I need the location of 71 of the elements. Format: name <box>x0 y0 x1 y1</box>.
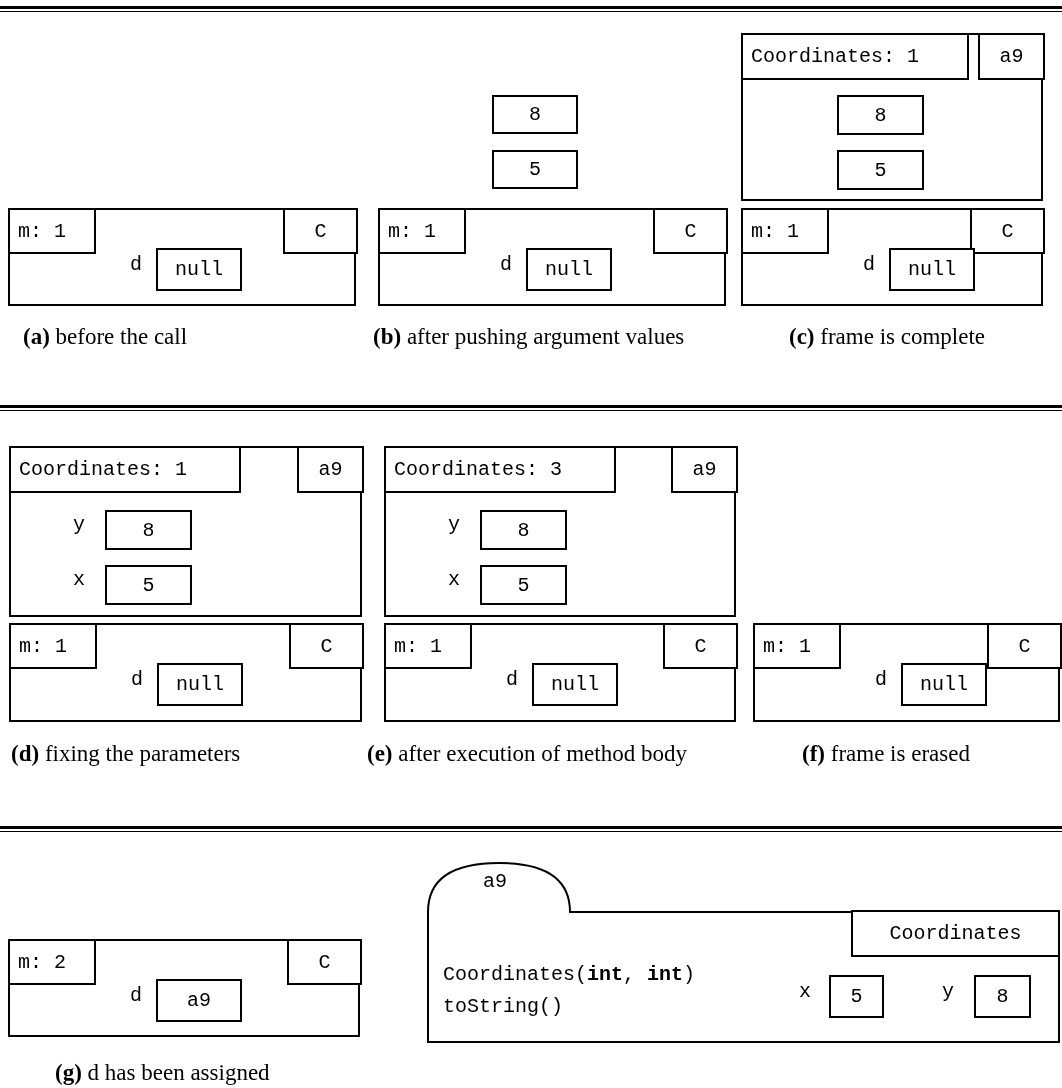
stack-frame <box>741 33 1043 201</box>
value-box: 8 <box>480 510 567 550</box>
panel-caption: (b) after pushing argument values <box>373 324 685 350</box>
value-box: 5 <box>105 565 192 605</box>
class-name-box: C <box>287 939 362 985</box>
variable-name: x <box>799 980 811 1003</box>
value-box: null <box>532 663 618 706</box>
variable-name: d <box>131 668 143 691</box>
stack-frame <box>741 208 1043 306</box>
panel-caption: (f) frame is erased <box>802 741 970 767</box>
stack-frame <box>9 623 362 722</box>
class-name-box: C <box>653 208 728 254</box>
value-box: 5 <box>480 565 567 605</box>
method-signature: toString() <box>443 995 564 1018</box>
class-name-box: C <box>987 623 1062 669</box>
stack-frame <box>384 446 736 617</box>
stack-frame <box>8 939 360 1037</box>
stack-frame <box>378 208 726 306</box>
stack-frame <box>8 208 356 306</box>
frame-label-box: Coordinates: 1 <box>9 446 241 493</box>
frame-label-box: m: 1 <box>384 623 472 669</box>
panel-caption: (c) frame is complete <box>789 324 986 350</box>
constructor-signature: Coordinates(int, int) <box>443 963 696 986</box>
value-box: null <box>157 663 243 706</box>
value-box: null <box>889 248 975 291</box>
variable-name: x <box>73 568 85 591</box>
frame-label-box: m: 1 <box>8 208 96 254</box>
class-name-box: Coordinates <box>851 910 1060 957</box>
frame-label-box: m: 1 <box>9 623 97 669</box>
value-box: 5 <box>829 975 884 1018</box>
value-box: 5 <box>492 150 578 189</box>
value-box: 5 <box>837 150 924 190</box>
frame-label-box: m: 1 <box>741 208 829 254</box>
panel-caption: (a) before the call <box>23 324 188 350</box>
panel-caption: (g) d has been assigned <box>55 1060 270 1086</box>
frame-label-box: m: 1 <box>753 623 841 669</box>
address-box: a9 <box>978 33 1045 80</box>
address-box: a9 <box>297 446 364 493</box>
stack-frame <box>384 623 736 722</box>
variable-name: d <box>875 668 887 691</box>
stack-frame <box>753 623 1060 722</box>
panel-caption: (e) after execution of method body <box>367 741 687 767</box>
variable-name: y <box>942 980 954 1003</box>
class-name-box: C <box>970 208 1045 254</box>
variable-name: y <box>448 513 460 536</box>
value-box: null <box>156 248 242 291</box>
panel-caption: (d) fixing the parameters <box>11 741 241 767</box>
value-box: null <box>526 248 612 291</box>
object-address: a9 <box>483 870 507 893</box>
frame-label-box: m: 2 <box>8 939 96 985</box>
frame-label-box: Coordinates: 1 <box>741 33 969 80</box>
class-name-box: C <box>663 623 738 669</box>
value-box: 8 <box>105 510 192 550</box>
variable-name: d <box>130 984 142 1007</box>
class-name-box: C <box>283 208 358 254</box>
stack-frame <box>9 446 362 617</box>
frame-label-box: Coordinates: 3 <box>384 446 616 493</box>
variable-name: d <box>506 668 518 691</box>
address-box: a9 <box>671 446 738 493</box>
variable-name: x <box>448 568 460 591</box>
value-box: 8 <box>492 95 578 134</box>
value-box: null <box>901 663 987 706</box>
value-box: 8 <box>837 95 924 135</box>
variable-name: d <box>130 253 142 276</box>
frame-label-box: m: 1 <box>378 208 466 254</box>
variable-name: d <box>863 253 875 276</box>
class-name-box: C <box>289 623 364 669</box>
variable-name: y <box>73 513 85 536</box>
variable-name: d <box>500 253 512 276</box>
value-box: 8 <box>974 975 1031 1018</box>
value-box: a9 <box>156 979 242 1022</box>
